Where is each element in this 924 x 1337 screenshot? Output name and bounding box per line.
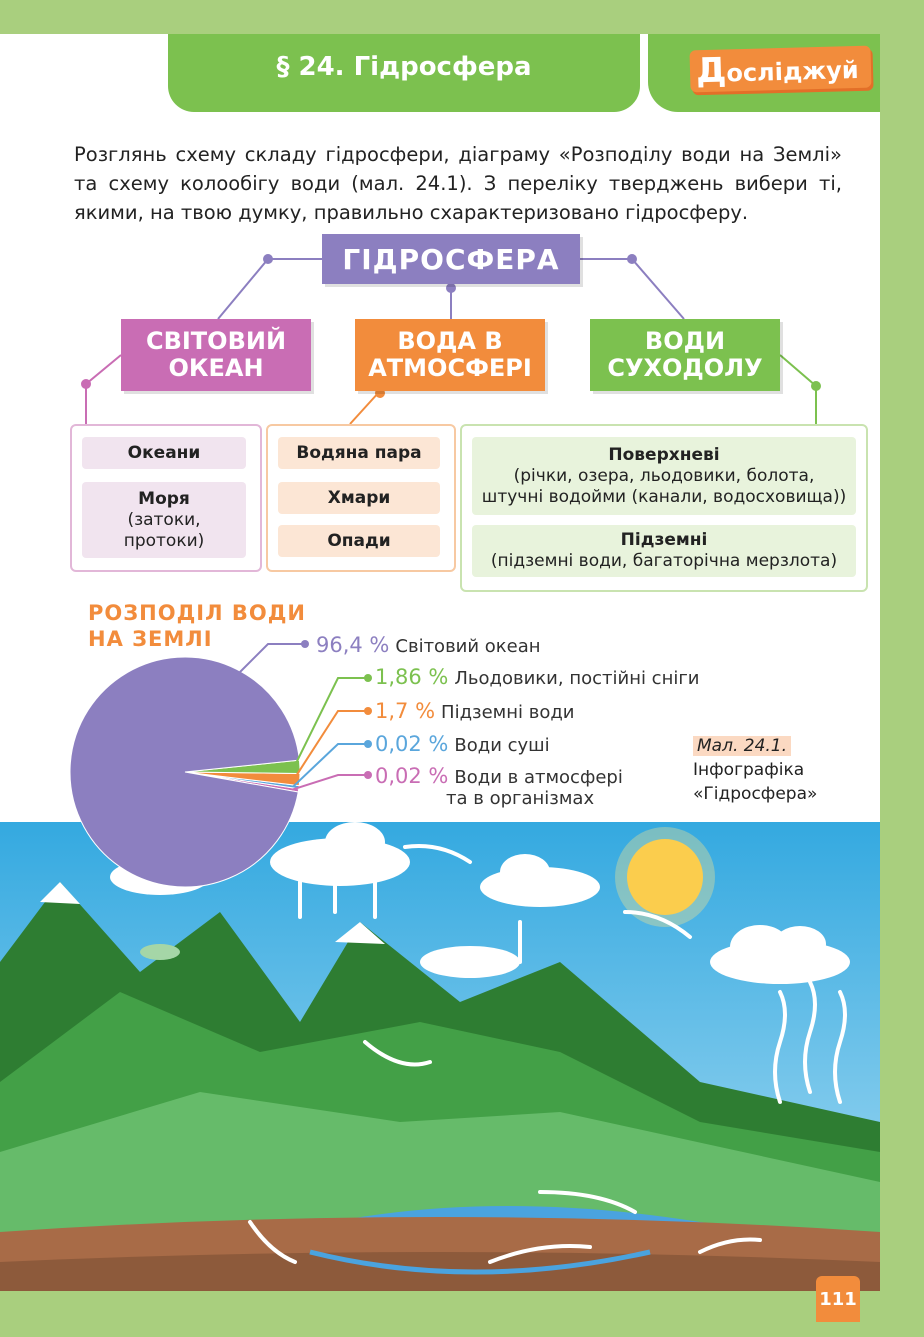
pie-slice-0: [69, 656, 300, 888]
flow-arrows: [248, 844, 847, 1264]
pie-leader-1: [293, 677, 368, 768]
legend-glaciers: 1,86 %Льодовики, постійні сніги: [375, 665, 700, 689]
legend-ocean-pct: 96,4 %: [316, 633, 390, 657]
sun-icon: [627, 839, 703, 915]
legend-ground-pct: 1,7 %: [375, 699, 436, 723]
legend-glaciers-pct: 1,86 %: [375, 665, 449, 689]
pie-leader-0: [239, 643, 305, 673]
legend-atmo: 0,02 %Води в атмосфері: [375, 764, 623, 788]
water-cycle-illustration: [0, 822, 880, 1291]
figure-number: Мал. 24.1.: [693, 736, 792, 756]
clouds-item: Хмари: [278, 482, 440, 514]
atmosphere-water-line1: ВОДА В: [397, 327, 503, 355]
cloud-icon: [110, 822, 850, 984]
title-tab: [168, 34, 640, 112]
atmosphere-water-line2: АТМОСФЕРІ: [368, 354, 532, 382]
surface-water-item: Поверхневі (річки, озера, льодовики, бол…: [472, 437, 856, 515]
pie-leader-2: [293, 710, 368, 780]
legend-land-label: Води суші: [454, 735, 550, 756]
pie-leader-dot-4: [364, 771, 372, 779]
page-number: 111: [816, 1276, 860, 1322]
legend-land-pct: 0,02 %: [375, 732, 449, 756]
pie-leader-dot-1: [364, 674, 372, 682]
ground-title: Підземні: [620, 530, 708, 550]
caption-line2: «Гідросфера»: [693, 784, 818, 804]
vapor-item: Водяна пара: [278, 437, 440, 469]
precipitation-item: Опади: [278, 525, 440, 557]
pie-leader-dot-2: [364, 707, 372, 715]
scheme-connectors: [81, 254, 821, 425]
pie-leader-dot-0: [301, 640, 309, 648]
legend-ground-label: Підземні води: [441, 702, 575, 723]
distribution-title-line2: НА ЗЕМЛІ: [88, 627, 213, 651]
pie-leader-dot-3: [364, 740, 372, 748]
top-margin: [0, 0, 924, 34]
legend-glaciers-label: Льодовики, постійні сніги: [454, 668, 700, 689]
hydrosphere-box: ГІДРОСФЕРА: [322, 234, 580, 284]
seas-sub2: протоки): [123, 530, 205, 551]
land-water-line2: СУХОДОЛУ: [607, 354, 763, 382]
seas-sub1: (затоки,: [127, 509, 201, 530]
distribution-title: РОЗПОДІЛ ВОДИ НА ЗЕМЛІ: [88, 600, 306, 652]
distribution-title-line1: РОЗПОДІЛ ВОДИ: [88, 601, 306, 625]
pie-leader-3: [292, 743, 368, 788]
oceans-item: Океани: [82, 437, 246, 469]
surface-title: Поверхневі: [608, 444, 720, 465]
caption-line1: Інфографіка: [693, 760, 805, 780]
legend-ocean: 96,4 %Світовий океан: [316, 633, 541, 657]
water-distribution-pie: [69, 640, 372, 888]
legend-atmo-line2: та в організмах: [446, 788, 595, 809]
seas-title: Моря: [138, 488, 190, 509]
seas-item: Моря (затоки, протоки): [82, 482, 246, 558]
surface-sub2: штучні водойми (канали, водосховища)): [481, 486, 847, 507]
legend-atmo-label: Води в атмосфері: [454, 767, 623, 788]
surface-sub1: (річки, озера, льодовики, болота,: [513, 465, 815, 486]
page-title: § 24. Гідросфера: [276, 52, 532, 82]
ground-water-item: Підземні (підземні води, багаторічна мер…: [472, 525, 856, 577]
legend-atmo-pct: 0,02 %: [375, 764, 449, 788]
pie-leader-4: [292, 774, 368, 791]
intro-paragraph: Розглянь схему складу гідросфери, діагра…: [74, 143, 842, 224]
legend-ocean-label: Світовий океан: [395, 636, 541, 657]
world-ocean-line1: СВІТОВИЙ: [145, 327, 287, 355]
ground-sub: (підземні води, багаторічна мерзлота): [490, 551, 838, 571]
world-ocean-line2: ОКЕАН: [168, 354, 264, 382]
figure-caption: Мал. 24.1. Інфографіка «Гідросфера»: [693, 734, 817, 806]
legend-land: 0,02 %Води суші: [375, 732, 550, 756]
legend-ground: 1,7 %Підземні води: [375, 699, 575, 723]
land-water-line1: ВОДИ: [644, 327, 726, 355]
